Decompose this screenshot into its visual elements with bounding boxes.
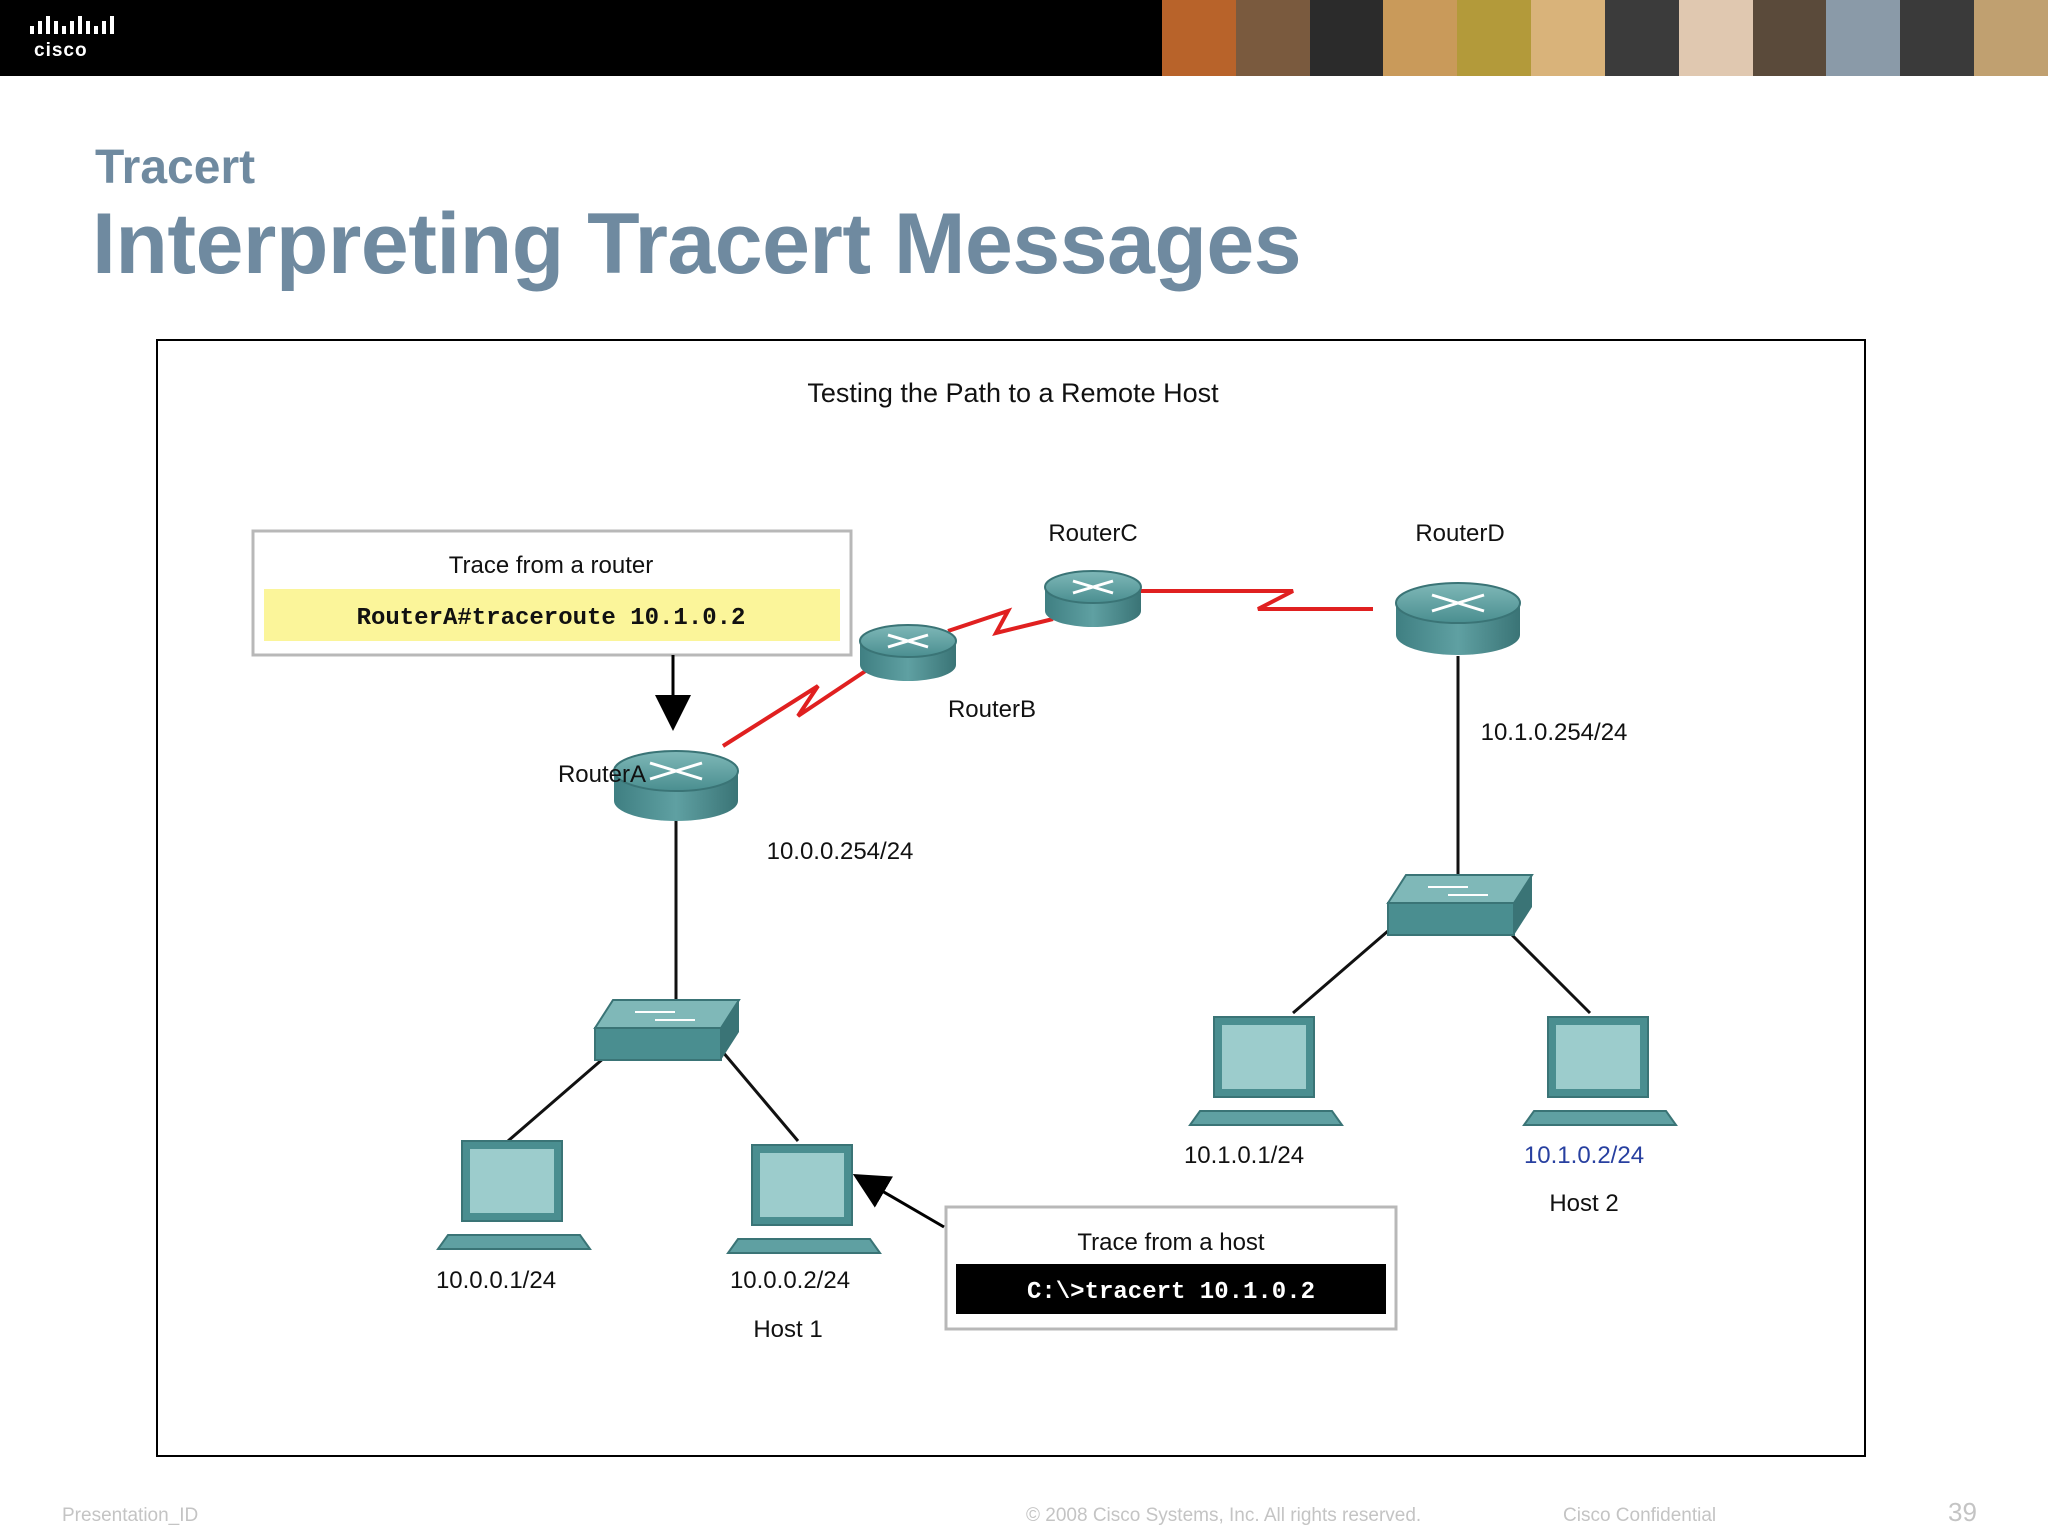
left-switch-icon	[593, 999, 741, 1061]
host-trace-callout: Trace from a host C:\>tracert 10.1.0.2	[852, 1173, 1398, 1331]
serial-link-b-c	[947, 607, 1054, 637]
host-callout-arrow	[852, 1173, 945, 1229]
host2-name: Host 2	[1549, 1190, 1618, 1217]
right-switch-icon	[1386, 874, 1534, 936]
lan-links	[507, 656, 1592, 1143]
host-command-box	[956, 1264, 1386, 1314]
router-c: RouterC	[1044, 520, 1142, 627]
router-a-label: RouterA	[558, 761, 646, 788]
serial-link-a-b	[721, 664, 875, 748]
router-a: RouterA 10.0.0.254/24	[558, 750, 914, 865]
header-photo	[1162, 0, 1236, 76]
serial-links	[721, 589, 1373, 748]
header-photo	[1457, 0, 1532, 76]
header-photo	[1678, 0, 1753, 76]
router-icon	[1395, 582, 1521, 655]
router-d: RouterD 10.1.0.254/24	[1395, 520, 1628, 746]
left-pc1-ip: 10.0.0.1/24	[436, 1267, 556, 1294]
router-d-label: RouterD	[1415, 520, 1504, 547]
router-callout-heading: Trace from a router	[449, 552, 654, 579]
router-trace-callout: Trace from a router RouterA#traceroute 1…	[251, 529, 853, 731]
router-b-label: RouterB	[948, 696, 1036, 723]
diagram-title: Testing the Path to a Remote Host	[807, 378, 1219, 408]
footer-copyright: © 2008 Cisco Systems, Inc. All rights re…	[1026, 1505, 1422, 1526]
header-photo	[1752, 0, 1827, 76]
router-c-label: RouterC	[1048, 520, 1137, 547]
header-photo	[1900, 0, 1975, 76]
header-photo	[1604, 0, 1679, 76]
host1-icon	[726, 1144, 882, 1254]
link-switch-host1	[720, 1050, 800, 1142]
host1-name: Host 1	[753, 1316, 822, 1343]
footer-presentation-id: Presentation_ID	[62, 1505, 199, 1526]
header-photo	[1383, 0, 1458, 76]
network-diagram: Testing the Path to a Remote Host Trace …	[251, 378, 1678, 1343]
router-d-interface: 10.1.0.254/24	[1481, 719, 1628, 746]
host1-ip: 10.0.0.2/24	[730, 1267, 850, 1294]
header-photo	[1309, 0, 1384, 76]
router-command-box	[264, 589, 840, 641]
header-photo	[1974, 0, 2048, 76]
slide-title: Interpreting Tracert Messages	[92, 196, 1302, 292]
cisco-logo-text: cisco	[34, 40, 88, 61]
right-pc1-ip: 10.1.0.1/24	[1184, 1142, 1304, 1169]
router-icon	[613, 750, 739, 821]
router-icon	[1044, 570, 1142, 627]
link-switch-host2	[1506, 929, 1592, 1015]
link-switch-right-pc1	[1292, 929, 1389, 1015]
host2-icon	[1522, 1016, 1678, 1126]
router-command-text: RouterA#traceroute 10.1.0.2	[357, 605, 746, 632]
router-a-interface: 10.0.0.254/24	[767, 838, 914, 865]
diagram-frame: Testing the Path to a Remote Host Trace …	[156, 339, 1866, 1457]
photo-strip	[1162, 0, 2048, 76]
header-photo	[1235, 0, 1310, 76]
top-banner: cisco	[0, 0, 2048, 76]
page-number: 39	[1948, 1497, 1977, 1527]
host2-ip: 10.1.0.2/24	[1524, 1142, 1644, 1169]
router-icon	[859, 624, 957, 681]
header-photo	[1531, 0, 1605, 76]
header-photo	[1826, 0, 1901, 76]
link-switch-left-pc1	[507, 1049, 613, 1143]
host-command-text: C:\>tracert 10.1.0.2	[1027, 1279, 1315, 1306]
serial-link-c-d	[1138, 589, 1373, 611]
slide-subtitle: Tracert	[95, 141, 256, 194]
router-b: RouterB	[859, 624, 1036, 723]
right-pc1-icon	[1188, 1016, 1344, 1126]
cisco-bridge-icon	[30, 16, 114, 34]
footer-confidential: Cisco Confidential	[1563, 1505, 1717, 1526]
host-callout-heading: Trace from a host	[1077, 1229, 1265, 1256]
left-pc1-icon	[436, 1140, 592, 1250]
